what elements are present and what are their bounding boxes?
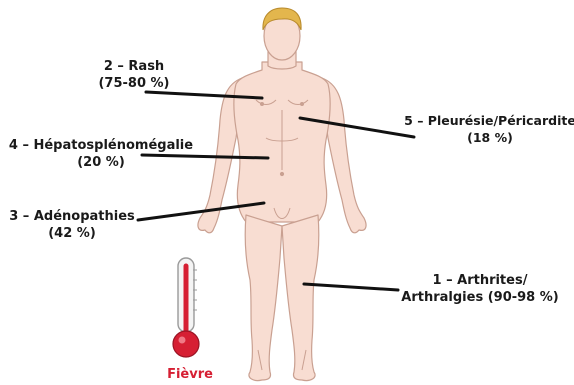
- label-adenopathies: 3 – Adénopathies (42 %): [2, 208, 142, 242]
- leader-line-arth: [304, 284, 398, 290]
- label-rash-title: 2 – Rash: [64, 58, 204, 75]
- label-adenopathies-value: (42 %): [2, 225, 142, 242]
- left-leg: [245, 215, 282, 381]
- label-adenopathies-title: 3 – Adénopathies: [2, 208, 142, 225]
- label-pleuresie-value: (18 %): [402, 129, 574, 146]
- label-hepatosplenomegaly: 4 – Hépatosplénomégalie (20 %): [6, 137, 196, 171]
- fever-label: Fièvre: [148, 366, 232, 383]
- label-arthrites: 1 – Arthrites/ Arthralgies (90-98 %): [390, 272, 570, 306]
- label-hepatosplenomegaly-value: (20 %): [6, 154, 196, 171]
- label-hepatosplenomegaly-title: 4 – Hépatosplénomégalie: [6, 137, 196, 154]
- label-pleuresie: 5 – Pleurésie/Péricardite (18 %): [402, 112, 574, 146]
- right-leg: [282, 215, 319, 381]
- label-rash-value: (75-80 %): [64, 75, 204, 92]
- label-rash: 2 – Rash (75-80 %): [64, 58, 204, 92]
- thermometer-icon: [173, 258, 199, 357]
- label-arthrites-value: Arthralgies (90-98 %): [390, 289, 570, 306]
- label-pleuresie-title: 5 – Pleurésie/Péricardite: [402, 112, 574, 129]
- human-body: [198, 12, 366, 381]
- label-arthrites-title: 1 – Arthrites/: [390, 272, 570, 289]
